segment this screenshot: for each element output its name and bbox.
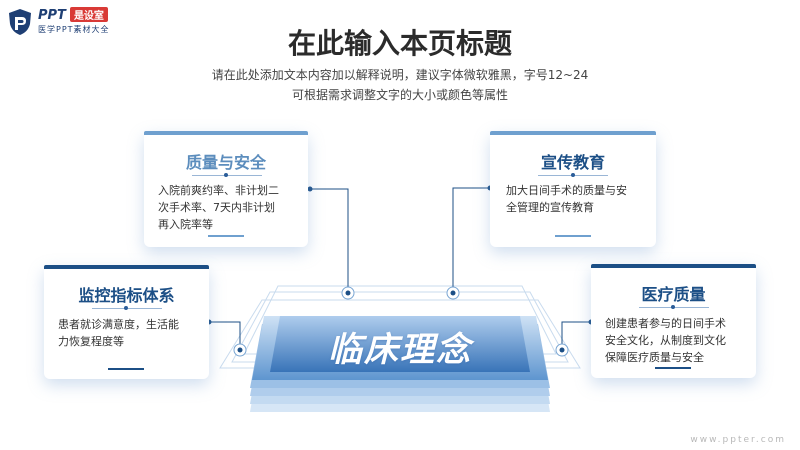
connector-quality-safety — [310, 188, 349, 287]
body-line: 再入院率等 — [158, 218, 213, 231]
card-top-bar — [44, 265, 209, 269]
body-line: 患者就诊满意度，生活能 — [58, 318, 179, 331]
card-title[interactable]: 质量与安全 — [185, 153, 266, 172]
card-education[interactable]: 宣传教育 加大日间手术的质量与安 全管理的宣传教育 — [490, 131, 656, 247]
title-dot — [224, 173, 228, 177]
body-line: 创建患者参与的日间手术 — [605, 317, 726, 330]
page-title[interactable]: 在此输入本页标题 — [287, 27, 512, 60]
body-line: 入院前爽约率、非计划二 — [158, 184, 279, 197]
card-quality-safety[interactable]: 质量与安全 入院前爽约率、非计划二 次手术率、7天内非计划 再入院率等 — [144, 131, 308, 247]
body-line: 安全文化，从制度到文化 — [605, 334, 726, 347]
card-foot-line — [655, 367, 691, 369]
card-body[interactable]: 入院前爽约率、非计划二 次手术率、7天内非计划 再入院率等 — [158, 182, 302, 233]
card-body[interactable]: 患者就诊满意度，生活能 力恢复程度等 — [58, 316, 204, 350]
card-title[interactable]: 监控指标体系 — [78, 286, 175, 305]
shield-logo-icon — [9, 9, 31, 35]
card-foot-line — [555, 235, 591, 237]
connector-monitoring — [209, 321, 241, 344]
body-line: 次手术率、7天内非计划 — [158, 201, 275, 214]
brand-name: PPT — [38, 8, 66, 23]
card-title[interactable]: 医疗质量 — [641, 285, 706, 304]
connector-medical-quality — [561, 321, 591, 344]
platform-stack — [250, 316, 550, 412]
platform-outline — [219, 285, 581, 369]
watermark: www.ppter.com — [690, 435, 786, 445]
body-line: 力恢复程度等 — [58, 335, 124, 348]
anchor-rings — [233, 286, 569, 357]
title-dot — [671, 305, 675, 309]
card-monitoring[interactable]: 监控指标体系 患者就诊满意度，生活能 力恢复程度等 — [44, 265, 209, 379]
card-body[interactable]: 加大日间手术的质量与安 全管理的宣传教育 — [506, 182, 652, 216]
brand-badge: 是设室 — [69, 7, 108, 22]
title-dot — [124, 306, 128, 310]
subtitle-line-2[interactable]: 可根据需求调整文字的大小或颜色等属性 — [291, 88, 508, 102]
body-line: 保障医疗质量与安全 — [605, 351, 704, 364]
subtitle-line-1[interactable]: 请在此处添加文本内容加以解释说明，建议字体微软雅黑，字号12~24 — [211, 68, 589, 82]
card-foot-line — [108, 368, 144, 370]
card-body[interactable]: 创建患者参与的日间手术 安全文化，从制度到文化 保障医疗质量与安全 — [605, 315, 753, 366]
card-medical-quality[interactable]: 医疗质量 创建患者参与的日间手术 安全文化，从制度到文化 保障医疗质量与安全 — [591, 264, 756, 378]
card-top-bar — [490, 131, 656, 135]
card-title[interactable]: 宣传教育 — [540, 153, 605, 172]
title-dot — [571, 173, 575, 177]
card-top-bar — [591, 264, 756, 268]
body-line: 加大日间手术的质量与安 — [506, 184, 627, 197]
card-top-bar — [144, 131, 308, 135]
center-label[interactable]: 临床理念 — [328, 330, 472, 370]
brand-subtitle: 医学PPT素材大全 — [38, 25, 110, 34]
connector-education — [452, 187, 490, 287]
card-foot-line — [208, 235, 244, 237]
body-line: 全管理的宣传教育 — [506, 201, 594, 214]
connector-lines — [209, 187, 591, 344]
